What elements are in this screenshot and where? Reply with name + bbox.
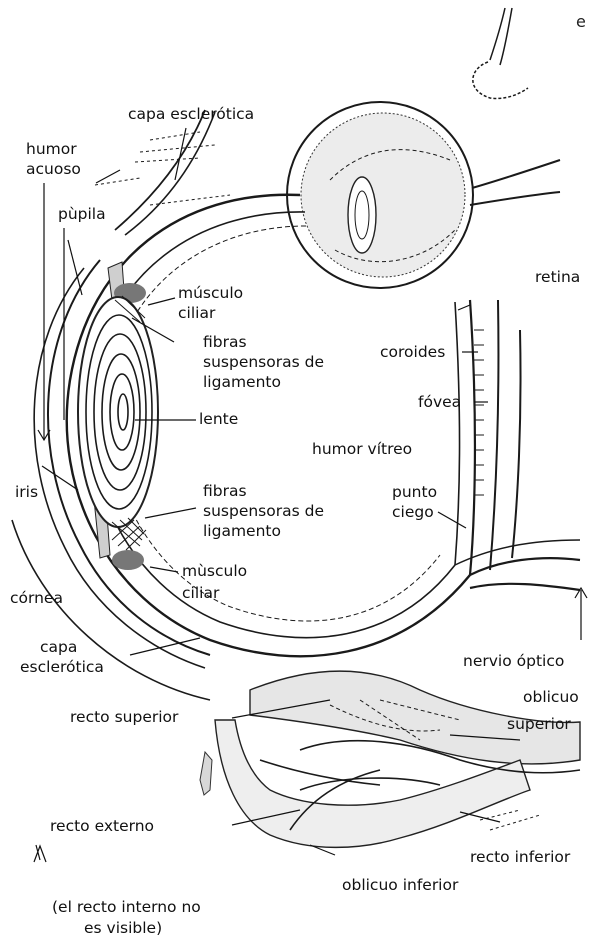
label-suspensoras-2: suspensoras de bbox=[203, 502, 324, 521]
label-coroides: coroides bbox=[380, 343, 445, 362]
label-lente: lente bbox=[199, 410, 238, 429]
corner-fragment bbox=[473, 8, 528, 98]
label-pupila: pùpila bbox=[58, 205, 106, 224]
label-cornea: córnea bbox=[10, 589, 63, 608]
label-ciliar-2: ciliar bbox=[182, 584, 219, 603]
label-nervio-optico: nervio óptico bbox=[463, 652, 564, 671]
note-line-2: es visible) bbox=[84, 919, 162, 938]
label-fibras-2: fibras bbox=[203, 482, 247, 501]
label-recto-externo: recto externo bbox=[50, 817, 154, 836]
label-ligamento-2: ligamento bbox=[203, 522, 281, 541]
label-capa-2: capa bbox=[40, 638, 77, 657]
label-ligamento-1: ligamento bbox=[203, 373, 281, 392]
label-retina: retina bbox=[535, 268, 580, 287]
label-fovea: fóvea bbox=[418, 393, 461, 412]
label-oblicuo-superior-2: superior bbox=[507, 715, 571, 734]
label-iris: iris bbox=[15, 483, 38, 502]
label-recto-inferior: recto inferior bbox=[470, 848, 570, 867]
label-recto-superior: recto superior bbox=[70, 708, 178, 727]
label-punto: punto bbox=[392, 483, 437, 502]
main-eyeball bbox=[12, 110, 580, 700]
label-humor-vitreo: humor vítreo bbox=[312, 440, 412, 459]
label-esclerotica-2: esclerótica bbox=[20, 658, 104, 677]
lens-rings bbox=[78, 297, 158, 527]
label-capa-esclerotica-top: capa esclerótica bbox=[128, 105, 254, 124]
label-ciliar-1: ciliar bbox=[178, 304, 215, 323]
small-eyeball bbox=[287, 102, 560, 288]
label-suspensoras-1: suspensoras de bbox=[203, 353, 324, 372]
label-musculo-ciliar-2: mùsculo bbox=[182, 562, 247, 581]
label-ciego: ciego bbox=[392, 503, 434, 522]
label-oblicuo-superior-1: oblicuo bbox=[523, 688, 579, 707]
label-musculo-ciliar-1: músculo bbox=[178, 284, 243, 303]
label-humor: humor bbox=[26, 140, 77, 159]
label-acuoso: acuoso bbox=[26, 160, 81, 179]
corner-mark: e bbox=[576, 12, 586, 31]
label-fibras-1: fibras bbox=[203, 333, 247, 352]
label-oblicuo-inferior: oblicuo inferior bbox=[342, 876, 458, 895]
note-line-1: (el recto interno no bbox=[52, 898, 201, 917]
